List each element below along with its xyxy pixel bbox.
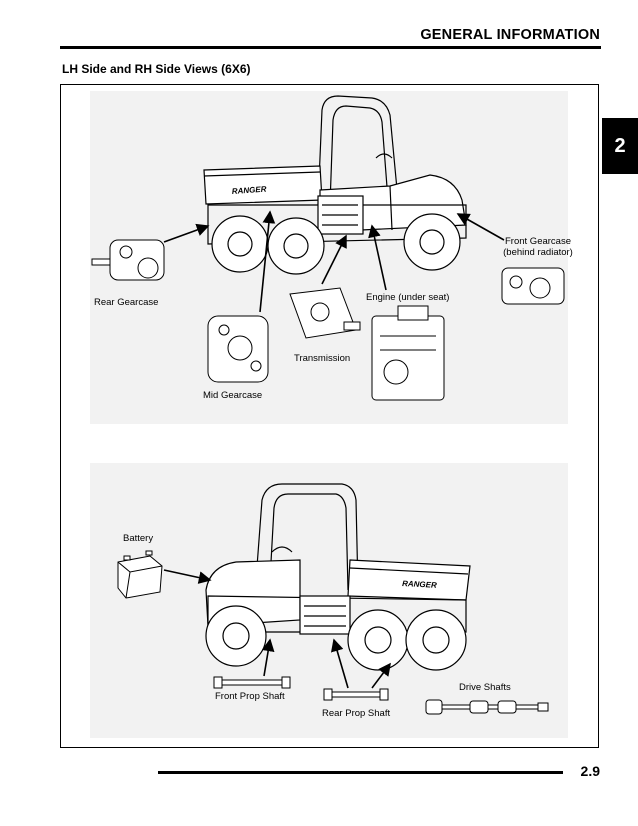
page-number: 2.9 — [580, 763, 600, 779]
front-prop-shaft-label: Front Prop Shaft — [215, 691, 285, 702]
top-callout-arrows — [163, 210, 505, 313]
drive-shafts-label: Drive Shafts — [459, 682, 511, 693]
figure-frame — [60, 84, 599, 748]
bottom-callout-arrows — [163, 569, 391, 689]
front-gearcase-label-line2: (behind radiator) — [503, 247, 573, 258]
drive-shafts-illustration — [425, 699, 549, 715]
front-gearcase-illustration — [501, 267, 565, 305]
engine-label: Engine (under seat) — [366, 292, 450, 303]
bottom-ranger-decal: RANGER — [402, 579, 437, 590]
front-gearcase-label-line1: Front Gearcase — [505, 236, 571, 247]
transmission-illustration — [289, 287, 361, 339]
chapter-tab: 2 — [602, 118, 638, 174]
top-ranger-decal: RANGER — [232, 185, 267, 196]
battery-illustration — [117, 550, 163, 599]
footer-rule — [158, 771, 563, 774]
header-rule — [60, 46, 601, 49]
rear-prop-shaft-illustration — [323, 688, 389, 701]
top-figure-panel — [90, 91, 568, 424]
top-vehicle-illustration — [203, 95, 467, 275]
bottom-vehicle-illustration — [205, 483, 471, 671]
rear-gearcase-illustration — [91, 239, 165, 281]
engine-illustration — [371, 305, 445, 401]
section-title: LH Side and RH Side Views (6X6) — [62, 62, 251, 76]
page-header-title: GENERAL INFORMATION — [420, 27, 600, 43]
mid-gearcase-label: Mid Gearcase — [203, 390, 263, 401]
rear-prop-shaft-label: Rear Prop Shaft — [322, 708, 391, 719]
mid-gearcase-illustration — [207, 315, 269, 383]
front-prop-shaft-illustration — [213, 676, 291, 689]
rear-gearcase-label: Rear Gearcase — [94, 297, 159, 308]
front-gearcase-label: Front Gearcase (behind radiator) — [497, 236, 579, 258]
battery-label: Battery — [123, 533, 154, 544]
transmission-label: Transmission — [294, 353, 351, 364]
